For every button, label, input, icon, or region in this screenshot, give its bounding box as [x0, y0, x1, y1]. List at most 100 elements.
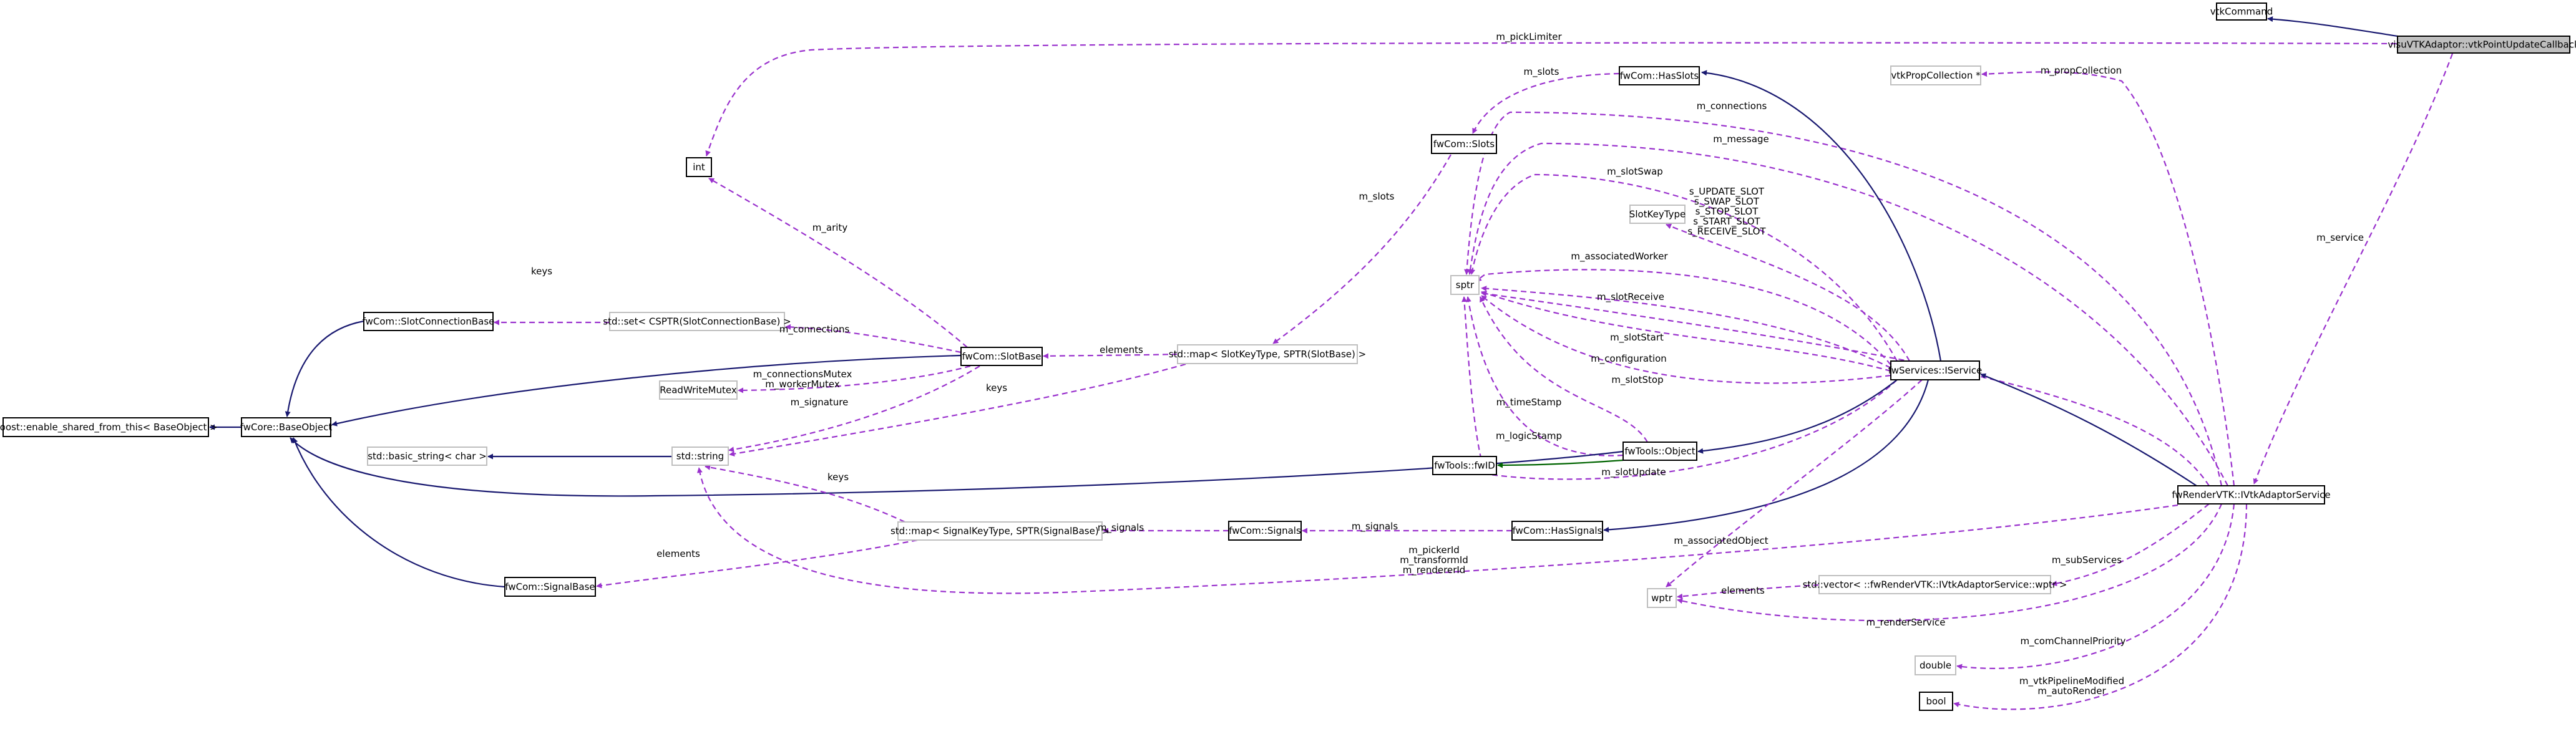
- node-box: [363, 312, 494, 331]
- edge-label-comChannelPriority: m_comChannelPriority: [2020, 635, 2125, 647]
- node-slots[interactable]: fwCom::Slots: [1431, 134, 1497, 154]
- edge-label-slotsA: m_slots: [1524, 66, 1559, 78]
- node-sptr[interactable]: sptr: [1450, 275, 1480, 295]
- node-box: [1511, 521, 1603, 541]
- node-hasSlots[interactable]: fwCom::HasSlots: [1619, 66, 1700, 85]
- signature-edge: [728, 365, 980, 453]
- node-vectorWptr[interactable]: std::vector< ::fwRenderVTK::IVtkAdaptorS…: [1803, 575, 2067, 594]
- node-label: vtkCommand: [2210, 6, 2273, 17]
- node-mapSignals[interactable]: std::map< SignalKeyType, SPTR(SignalBase…: [890, 521, 1110, 541]
- logicStamp-edge: [1465, 296, 1624, 456]
- node-setConn[interactable]: std::set< CSPTR(SlotConnectionBase) >: [603, 312, 791, 331]
- node-box: [1890, 360, 1980, 380]
- node-callback[interactable]: visuVTKAdaptor::vtkPointUpdateCallback: [2388, 36, 2576, 54]
- edge-label-configuration: m_configuration: [1591, 353, 1667, 365]
- elementsC-edge: [1677, 584, 1820, 599]
- connections-to-sptr-edge: [1464, 111, 2223, 486]
- timeStamp-edge: [1479, 296, 1648, 443]
- node-iService[interactable]: fwServices::IService: [1888, 360, 1983, 380]
- node-slotBase[interactable]: fwCom::SlotBase: [960, 347, 1043, 366]
- signalBase-inherits-baseObject: [292, 437, 505, 588]
- iService-inherits-hasSlots: [1701, 70, 1942, 362]
- edge-label-signature: m_signature: [791, 397, 849, 408]
- node-fwObject[interactable]: fwTools::Object: [1622, 442, 1697, 461]
- node-label: std::string: [676, 451, 724, 462]
- edge-label-elementsC: elements: [1721, 585, 1765, 596]
- node-int[interactable]: int: [686, 157, 712, 177]
- node-box: [1228, 521, 1302, 541]
- edge-label-connectionsA: m_connections: [1697, 100, 1767, 112]
- edge-label-slotSwap: m_slotSwap: [1607, 166, 1663, 178]
- node-box: [897, 521, 1103, 541]
- node-box: [1431, 134, 1497, 154]
- node-box: [1629, 205, 1686, 224]
- node-label: sptr: [1456, 279, 1475, 291]
- edge-label-slotsB: m_slots: [1359, 191, 1395, 203]
- elementsA-edge: [1043, 353, 1178, 359]
- edge-label-propCollection: m_propCollection: [2041, 65, 2122, 77]
- node-label: fwTools::Object: [1624, 446, 1695, 457]
- configuration-edge: [1481, 291, 2210, 486]
- node-box: [241, 417, 331, 437]
- node-box: [2397, 36, 2570, 54]
- edge-label-message: m_message: [1713, 133, 1769, 145]
- edge-label-slotStart: m_slotStart: [1610, 332, 1664, 344]
- edge-label-keysB: keys: [986, 382, 1007, 393]
- service-edge: [2253, 53, 2454, 485]
- node-hasSignals[interactable]: fwCom::HasSignals: [1511, 521, 1603, 541]
- node-wptr[interactable]: wptr: [1647, 588, 1677, 608]
- node-box: [367, 447, 487, 466]
- pickLimiter-edge: [705, 42, 2397, 157]
- fwID-template-edge: [1497, 459, 1624, 468]
- node-label: vtkPropCollection *: [1891, 70, 1981, 81]
- node-vtkCommand[interactable]: vtkCommand: [2210, 2, 2273, 21]
- node-slotConnBase[interactable]: fwCom::SlotConnectionBase: [363, 312, 495, 331]
- slotStop-edge: [1481, 295, 1891, 384]
- fwObject-inherits-baseObject: [290, 437, 1624, 497]
- connectionsB-edge: [785, 324, 962, 354]
- node-box: [2, 417, 209, 437]
- edge-label-subServices: m_subServices: [2052, 554, 2122, 566]
- slotReceive-edge: [1481, 286, 1891, 369]
- edge-label-slotUpdate: m_slotUpdate: [1601, 466, 1666, 478]
- node-signals[interactable]: fwCom::Signals: [1228, 521, 1302, 541]
- slotBase-inherits-baseObject: [331, 354, 962, 427]
- node-label: fwServices::IService: [1888, 365, 1983, 376]
- node-label: fwCore::BaseObject: [240, 422, 333, 433]
- node-mapSlots[interactable]: std::map< SlotKeyType, SPTR(SlotBase) >: [1169, 344, 1366, 364]
- node-box: [1818, 575, 2051, 594]
- node-label: SlotKeyType: [1629, 209, 1686, 220]
- node-label: boost::enable_shared_from_this< BaseObje…: [0, 422, 218, 433]
- node-slotKeyType[interactable]: SlotKeyType: [1629, 205, 1686, 224]
- node-label: std::map< SlotKeyType, SPTR(SlotBase) >: [1169, 349, 1366, 360]
- edge-label-elementsA: elements: [1100, 344, 1143, 355]
- node-vtkPropColl[interactable]: vtkPropCollection *: [1890, 65, 1981, 85]
- edge-label-elementsB: elements: [656, 548, 700, 559]
- slotUpdate-edge: [1461, 296, 1898, 480]
- callback-inherits-vtkCommand: [2267, 16, 2398, 37]
- edge-label-arity: m_arity: [812, 222, 848, 234]
- edge-label-associatedObject: m_associatedObject: [1674, 535, 1768, 547]
- node-box: [1919, 692, 1953, 711]
- node-basicString[interactable]: std::basic_string< char >: [367, 447, 487, 466]
- node-label: double: [1920, 660, 1951, 671]
- node-adaptorService[interactable]: fwRenderVTK::IVtkAdaptorService: [2172, 485, 2331, 505]
- mutexes-edge: [738, 365, 971, 393]
- node-baseObject[interactable]: fwCore::BaseObject: [240, 417, 333, 437]
- node-stdString[interactable]: std::string: [671, 447, 729, 466]
- node-bool[interactable]: bool: [1919, 692, 1953, 711]
- keysB-edge: [729, 363, 1186, 457]
- keysC-edge: [705, 465, 905, 523]
- node-enableShared[interactable]: boost::enable_shared_from_this< BaseObje…: [0, 417, 218, 437]
- edge-label-slotReceive: m_slotReceive: [1597, 291, 1664, 303]
- node-signalBase[interactable]: fwCom::SignalBase: [504, 577, 596, 597]
- iService-inherits-hasSignals: [1603, 379, 1930, 533]
- slotSwap-edge: [1470, 173, 1898, 362]
- node-double[interactable]: double: [1915, 655, 1956, 675]
- slotsB-edge: [1272, 154, 1451, 344]
- static-slots-edge: [1666, 223, 1910, 362]
- node-label: bool: [1926, 696, 1946, 707]
- node-label: std::basic_string< char >: [368, 451, 487, 463]
- node-rwMutex[interactable]: ReadWriteMutex: [659, 380, 738, 400]
- node-fwID[interactable]: fwTools::fwID: [1432, 456, 1497, 475]
